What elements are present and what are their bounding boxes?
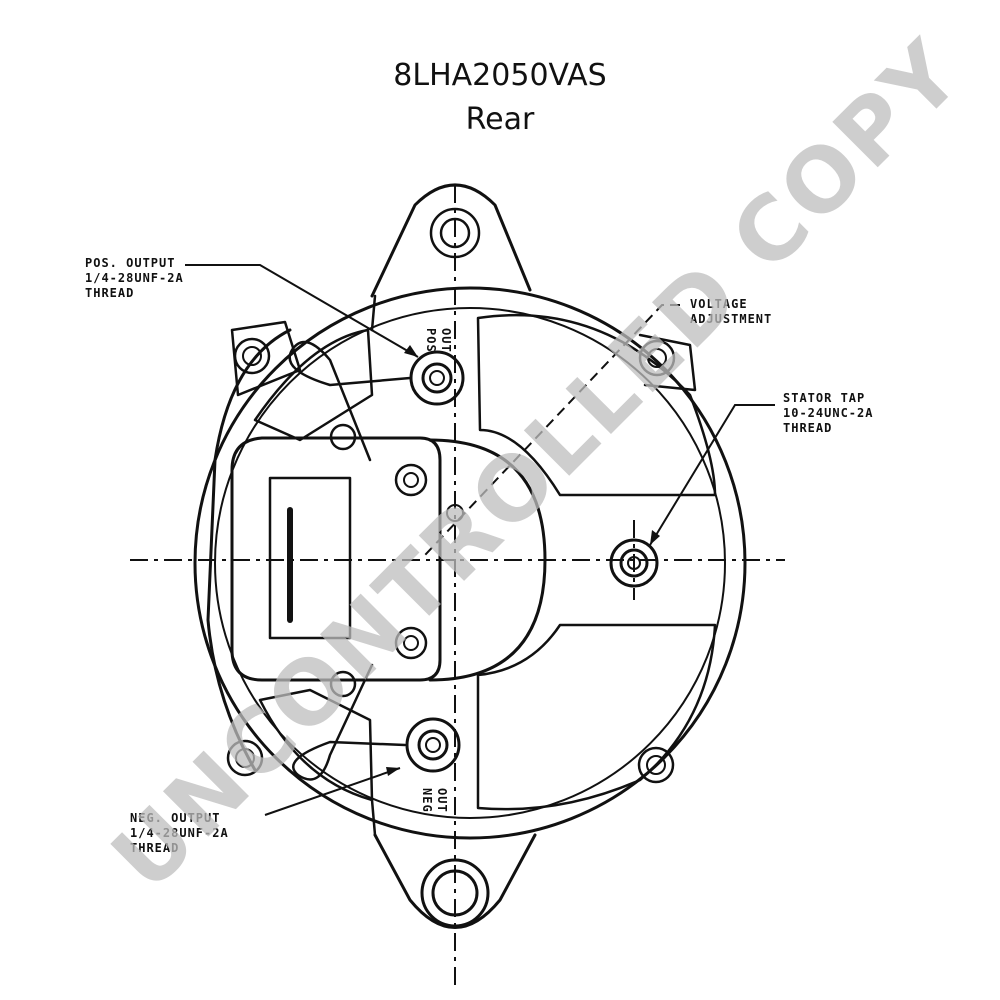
voltage-adjustment-label-line2: ADJUSTMENT: [690, 312, 772, 326]
neg-out-marking-top: NEG: [420, 788, 434, 813]
regulator-housing: [230, 436, 442, 682]
corner-boss-top-left: [233, 337, 271, 375]
neg-wire-strap: [292, 663, 407, 781]
neg-output-label-line1: NEG. OUTPUT: [130, 811, 220, 825]
stator-tap-terminal: [609, 538, 659, 588]
lower-window: [476, 623, 717, 811]
corner-boss-bottom-right: [637, 746, 675, 784]
corner-boss-bottom-left: [226, 739, 264, 777]
upper-window: [476, 313, 717, 497]
top-mounting-ear: [370, 183, 532, 298]
stator-tap-label-line1: STATOR TAP: [783, 391, 865, 405]
pos-wire-strap: [288, 340, 412, 462]
voltage-adjustment-label-line1: VOLTAGE: [690, 297, 748, 311]
neg-output-terminal: [405, 717, 461, 773]
stator-tap-label-line3: THREAD: [783, 421, 832, 435]
left-housing-bulge: [206, 328, 292, 772]
corner-boss-top-right: [638, 339, 676, 377]
housing-inner: [214, 307, 726, 819]
pos-output-label-line1: POS. OUTPUT: [85, 256, 175, 270]
diagram-subtitle: Rear: [465, 102, 535, 137]
stator-tap-label-line2: 10-24UNC-2A: [783, 406, 873, 420]
pos-output-label-line3: THREAD: [85, 286, 134, 300]
neg-out-marking-bottom: OUT: [435, 788, 449, 813]
regulator-label-plate: [268, 476, 352, 640]
housing-outer: [193, 286, 747, 840]
pos-output-label-line2: 1/4-28UNF-2A: [85, 271, 184, 285]
uncontrolled-copy-watermark: UNCONTROLLED COPY: [92, 20, 982, 910]
diagram-title: 8LHA2050VAS: [393, 58, 607, 93]
pos-out-marking-top: POS: [424, 328, 438, 353]
neg-output-label-line3: THREAD: [130, 841, 179, 855]
pos-out-marking-bottom: OUT: [439, 328, 453, 353]
neg-output-label-line2: 1/4-28UNF-2A: [130, 826, 229, 840]
